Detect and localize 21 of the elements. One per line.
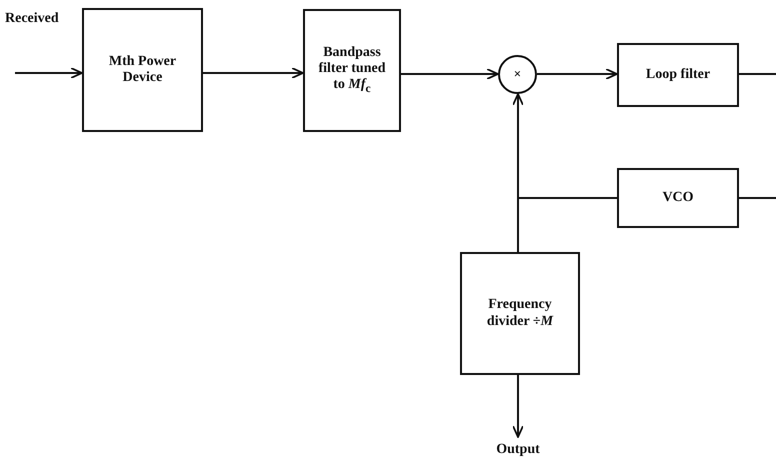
process-box xyxy=(303,9,401,132)
process-box xyxy=(460,252,580,375)
arrow xyxy=(512,375,524,438)
connector-line xyxy=(739,73,776,75)
process-box xyxy=(617,168,739,228)
block-label: Frequency divider ÷M xyxy=(486,297,554,330)
process-box xyxy=(617,43,739,107)
multiply-symbol: × xyxy=(514,67,522,82)
signal-label: Output xyxy=(496,442,540,458)
arrow xyxy=(401,68,499,80)
block-label: Loop filter xyxy=(646,66,710,84)
block-label: Bandpass filter tuned to Mf$_{c}$ xyxy=(317,45,386,96)
process-box xyxy=(82,8,203,132)
arrow xyxy=(203,67,304,79)
connector-line xyxy=(739,197,776,199)
multiplier-circle xyxy=(498,55,537,94)
connector-line xyxy=(517,197,617,252)
block-label: Mth Power Device xyxy=(108,54,178,86)
block-label: VCO xyxy=(662,190,694,206)
arrow xyxy=(15,67,83,79)
arrow xyxy=(537,68,618,80)
